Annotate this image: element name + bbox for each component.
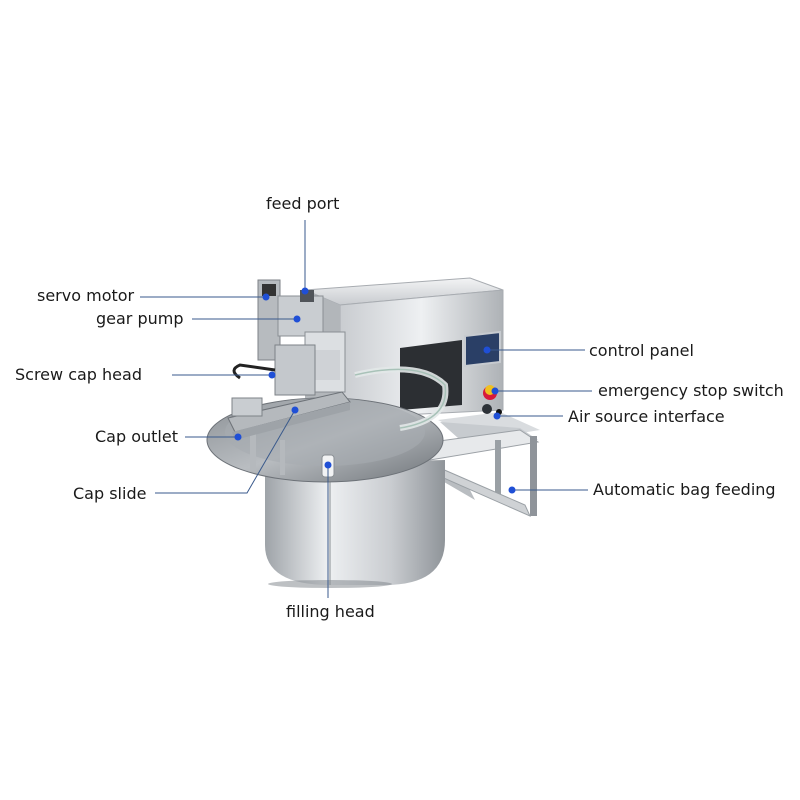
- label-gear-pump: gear pump: [96, 309, 184, 328]
- dot-cap-outlet: [234, 433, 242, 441]
- dot-cap-slide: [291, 406, 299, 414]
- label-air-source-interface: Air source interface: [568, 407, 725, 426]
- dot-feed-port: [301, 287, 309, 295]
- dot-emergency-stop: [491, 387, 499, 395]
- tubing-edge: [354, 368, 447, 429]
- label-feed-port: feed port: [266, 194, 340, 213]
- label-cap-slide: Cap slide: [73, 484, 147, 503]
- dot-gear-pump: [293, 315, 301, 323]
- leader-dots: [234, 287, 516, 494]
- label-emergency-stop-switch: emergency stop switch: [598, 381, 784, 400]
- label-screw-cap-head: Screw cap head: [15, 365, 142, 384]
- base-drum: [265, 460, 445, 588]
- label-control-panel: control panel: [589, 341, 694, 360]
- dot-screw-cap-head: [268, 371, 276, 379]
- dot-filling-head: [324, 461, 332, 469]
- leader-lines: [140, 220, 592, 598]
- dot-bag-feeding: [508, 486, 516, 494]
- cap-mechanism: [227, 344, 351, 440]
- dot-control-panel: [483, 346, 491, 354]
- label-automatic-bag-feeding: Automatic bag feeding: [593, 480, 776, 499]
- leader-cap-slide: [155, 409, 296, 494]
- label-cap-outlet: Cap outlet: [95, 427, 178, 446]
- dot-servo-motor: [262, 293, 270, 301]
- label-filling-head: filling head: [286, 602, 375, 621]
- label-servo-motor: servo motor: [37, 286, 135, 305]
- dot-air-source: [493, 412, 501, 420]
